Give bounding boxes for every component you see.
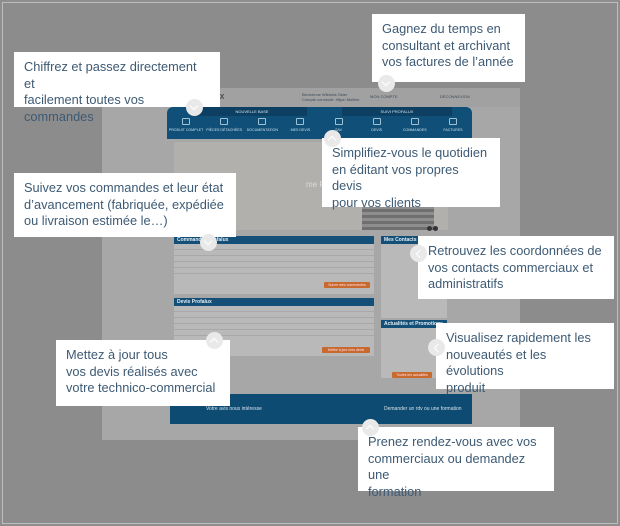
site-nav: NOUVELLE BASE SUIVI PROFALUX PRODUIT COM…	[167, 107, 472, 139]
tab-factures[interactable]: FACTURES	[434, 118, 472, 132]
tab-sav[interactable]: SAV	[320, 118, 358, 132]
nav-left-label: NOUVELLE BASE	[197, 107, 307, 116]
quotes-panel-title: Devis Profalux	[174, 298, 374, 306]
chevron-down-icon[interactable]	[378, 75, 395, 92]
callout-quotes: Simplifiez-vous le quotidien en éditant …	[322, 130, 500, 210]
chevron-up-icon[interactable]	[206, 332, 223, 349]
nav-tabs: PRODUIT COMPLET PIÈCES DÉTACHÉES DOCUMEN…	[167, 118, 472, 132]
tab-pieces-detachees[interactable]: PIÈCES DÉTACHÉES	[205, 118, 243, 132]
welcome-text: Bienvenue Wiktoria Oster Compte connecté…	[302, 92, 360, 102]
contacts-panel-title: Mes Contacts	[381, 236, 447, 244]
account-link[interactable]: MON COMPTE	[370, 94, 398, 99]
chevron-up-icon[interactable]	[324, 130, 341, 147]
orders-button[interactable]: Suivre mes commandes	[324, 282, 370, 288]
news-panel-title: Actualités et Promotions	[381, 320, 447, 328]
quotes-button[interactable]: Mettre à jour mes devis	[322, 347, 370, 353]
tab-devis[interactable]: DEVIS	[358, 118, 396, 132]
callout-news: Visualisez rapidement les nouveautés et …	[428, 323, 614, 395]
chevron-left-icon[interactable]	[428, 339, 445, 356]
carousel-arrows[interactable]	[426, 218, 440, 231]
callout-contacts: Retrouvez les coordonnées de vos contact…	[410, 236, 614, 299]
feedback-link[interactable]: Votre avis nous intéresse	[206, 406, 262, 412]
chevron-down-icon[interactable]	[186, 99, 203, 116]
callout-meeting: Prenez rendez-vous avec vos commerciaux …	[358, 419, 554, 499]
callout-update-quotes: Mettez à jour tous vos devis réalisés av…	[56, 332, 230, 406]
chevron-left-icon[interactable]	[410, 245, 427, 262]
meeting-link[interactable]: Demander un rdv ou une formation	[384, 406, 462, 412]
tab-documentation[interactable]: DOCUMENTATION	[243, 118, 281, 132]
chevron-down-icon[interactable]	[200, 234, 217, 251]
callout-tracking: Suivez vos commandes et leur état d’avan…	[14, 173, 236, 251]
chevron-up-icon[interactable]	[362, 419, 379, 436]
logout-link[interactable]: DÉCONNEXION	[440, 94, 470, 99]
nav-right-label: SUIVI PROFALUX	[342, 107, 452, 116]
tab-commandes[interactable]: COMMANDES	[396, 118, 434, 132]
tab-mes-devis[interactable]: MES DEVIS	[281, 118, 319, 132]
news-button[interactable]: Toutes les actualités	[392, 372, 432, 378]
callout-invoices: Gagnez du temps en consultant et archiva…	[372, 14, 525, 92]
callout-commands: Chiffrez et passez directement et facile…	[14, 52, 220, 124]
tab-produit-complet[interactable]: PRODUIT COMPLET	[167, 118, 205, 132]
